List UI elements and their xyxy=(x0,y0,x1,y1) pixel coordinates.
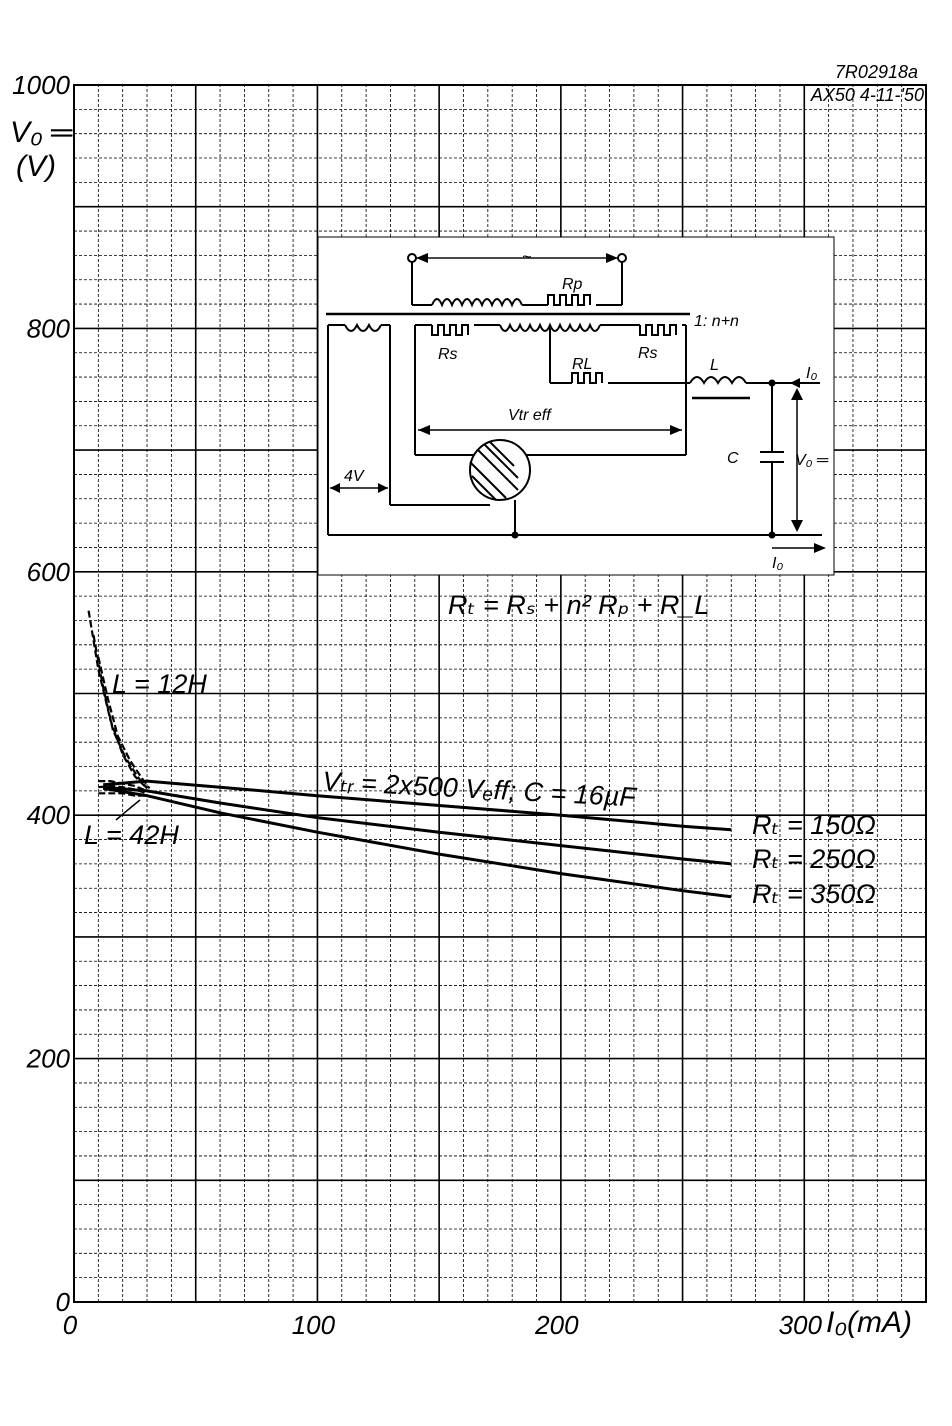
x-tick-label: 200 xyxy=(534,1310,579,1340)
annotation-l-high: L = 12H xyxy=(112,669,207,699)
circuit-i0-bottom: I₀ xyxy=(772,555,783,572)
legend-rt-150: Rₜ = 150Ω xyxy=(752,810,876,840)
y-tick-label: 1000 xyxy=(12,70,70,100)
x-tick-label: 300 xyxy=(779,1310,823,1340)
circuit-inset: ~ Rp 1: n+n Rs Rs RL L I₀ Vtr eff C V₀ ═… xyxy=(317,236,835,576)
y-tick-label: 0 xyxy=(56,1287,71,1317)
series-line-2 xyxy=(102,786,732,899)
annotation-condition: Vₜᵣ = 2x500 Vₑff; C = 16µF xyxy=(322,766,638,812)
x-tick-label: 0 xyxy=(63,1310,78,1340)
y-tick-label: 800 xyxy=(27,313,71,343)
legend-rt-350: Rₜ = 350Ω xyxy=(752,879,876,909)
circuit-rs-left: Rs xyxy=(438,346,458,363)
low-current-curve xyxy=(92,634,148,790)
y-tick-label: 400 xyxy=(27,800,71,830)
y-tick-labels: 0 200 400 600 800 1000 xyxy=(12,70,70,1317)
y-tick-label: 200 xyxy=(26,1044,71,1074)
low-current-curve xyxy=(87,610,148,790)
x-axis-label: I₀(mA) xyxy=(826,1306,912,1339)
circuit-l: L xyxy=(710,357,719,374)
annotation-l-low: L = 42H xyxy=(84,820,179,850)
stamp-line2: AX50 4-11-'50 xyxy=(810,85,924,105)
circuit-i0-top: I₀ xyxy=(806,365,817,382)
stamp-line1: 7R02918a xyxy=(835,62,918,82)
plot-frame xyxy=(73,84,927,1303)
x-tick-labels: 0 100 200 300 xyxy=(63,1310,823,1340)
circuit-ac-symbol: ~ xyxy=(522,249,531,266)
circuit-vtr: Vtr eff xyxy=(508,407,552,424)
circuit-rp: Rp xyxy=(562,276,583,293)
circuit-heater: 4V xyxy=(344,468,365,485)
y-axis-label-unit: (V) xyxy=(16,150,56,183)
annotation-formula: Rₜ = Rₛ + n² Rₚ + R_L xyxy=(448,590,709,620)
series-lines xyxy=(102,779,732,899)
circuit-c: C xyxy=(727,450,739,467)
series-line-0 xyxy=(103,779,732,832)
circuit-rs-right: Rs xyxy=(638,345,658,362)
annotation-l-low-leader xyxy=(115,799,141,821)
circuit-ratio: 1: n+n xyxy=(694,313,739,330)
legend-rt-250: Rₜ = 250Ω xyxy=(752,844,876,874)
circuit-rl: RL xyxy=(572,356,592,373)
y-tick-label: 600 xyxy=(27,557,71,587)
circuit-v0: V₀ ═ xyxy=(795,452,829,469)
y-axis-label-top: V₀ ═ xyxy=(10,116,73,149)
x-tick-label: 100 xyxy=(292,1310,336,1340)
low-current-curves xyxy=(87,610,151,797)
series-line-1 xyxy=(103,785,732,866)
